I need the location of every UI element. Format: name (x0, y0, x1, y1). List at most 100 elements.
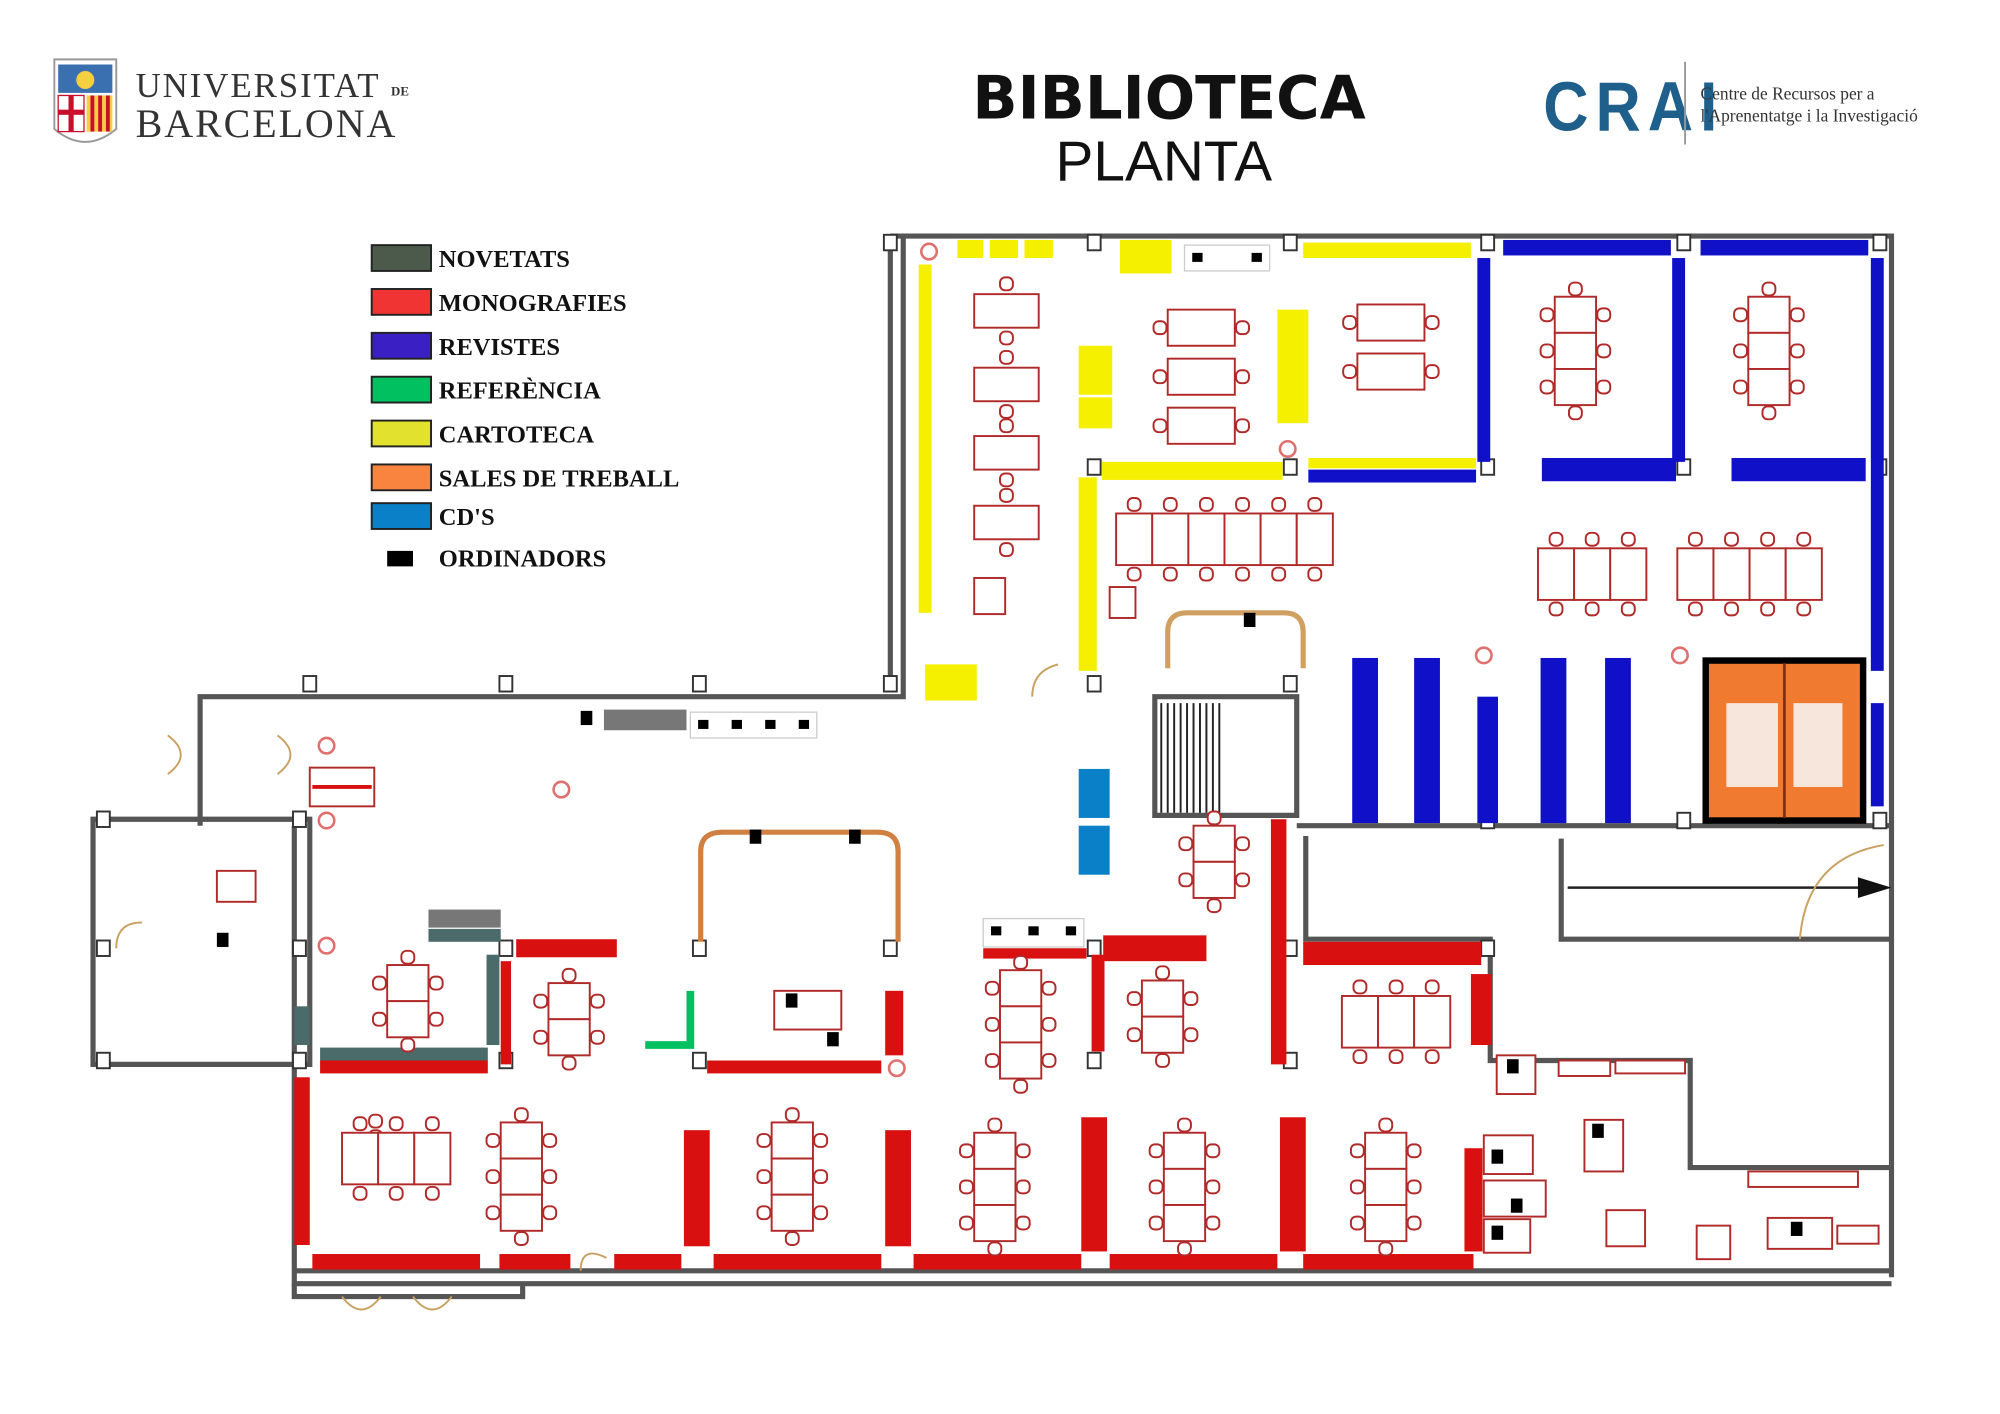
table (973, 435, 1040, 471)
crai-wordmark: CRAI (1543, 68, 1724, 146)
chair (1205, 1179, 1221, 1195)
column (1086, 675, 1102, 693)
door-icon (1031, 663, 1059, 697)
table (1614, 1059, 1687, 1075)
door-icon (167, 734, 182, 775)
chair (784, 1231, 800, 1246)
chair (756, 1205, 772, 1221)
shelf (989, 239, 1019, 259)
chair (1148, 1143, 1164, 1159)
table (377, 1131, 416, 1186)
computer-icon (1510, 1198, 1523, 1213)
table (1557, 1059, 1612, 1077)
chair (1126, 1027, 1142, 1043)
column (691, 939, 707, 957)
chair (1126, 566, 1142, 582)
chair (1342, 315, 1358, 330)
shelf (1303, 242, 1471, 259)
computer-icon (1790, 1221, 1803, 1236)
table (1482, 1134, 1534, 1176)
shelf (885, 1130, 911, 1247)
chair (1199, 497, 1214, 512)
table (770, 1157, 814, 1196)
chair (1155, 965, 1170, 981)
chair (1388, 1049, 1404, 1065)
column (1480, 233, 1496, 252)
door-icon (341, 1296, 382, 1311)
chair (1349, 1215, 1365, 1231)
chair (372, 975, 387, 991)
door-icon (579, 1252, 607, 1271)
chair (1584, 601, 1600, 617)
chair (1152, 369, 1168, 385)
table (1793, 703, 1843, 787)
wall (1152, 694, 1300, 818)
column (1676, 811, 1692, 830)
chair (1206, 810, 1222, 826)
university-name-de: DE (391, 84, 409, 98)
chair (1235, 836, 1250, 852)
chair (813, 1169, 829, 1185)
shelf (1091, 954, 1105, 1052)
chair (485, 1133, 501, 1148)
door-icon (1798, 844, 1884, 940)
wall (890, 233, 1895, 1278)
column (691, 1051, 707, 1070)
shelf (1109, 1254, 1278, 1270)
shelf (1081, 1117, 1108, 1252)
chair (1013, 955, 1029, 970)
table (1784, 547, 1823, 601)
chair (984, 1053, 1000, 1068)
legend: NOVETATSMONOGRAFIESREVISTESREFERÈNCIACAR… (370, 244, 679, 572)
table (1364, 1131, 1408, 1170)
chair (485, 1205, 501, 1221)
title-planta: PLANTA (1056, 131, 1273, 194)
column (1872, 811, 1888, 830)
chair (424, 1116, 440, 1132)
chair (1177, 1241, 1192, 1257)
chair (1013, 1078, 1029, 1094)
plant-icon (552, 780, 571, 799)
computer-icon (698, 719, 709, 729)
counter (1165, 610, 1306, 669)
table (1140, 1015, 1185, 1054)
shelf (1700, 239, 1869, 256)
shelf (1024, 239, 1053, 259)
table (1192, 860, 1236, 899)
chair (756, 1133, 772, 1148)
door-icon (276, 734, 292, 775)
legend-item: REVISTES (370, 331, 560, 361)
chair (813, 1133, 829, 1148)
shelf (428, 909, 501, 928)
column (95, 939, 111, 957)
title-biblioteca: BIBLIOTECA (972, 64, 1365, 133)
plant-icon (317, 811, 336, 830)
shelf (1103, 935, 1207, 962)
chair (590, 993, 605, 1009)
chair (1687, 531, 1703, 547)
table (215, 869, 257, 903)
chair (1548, 601, 1564, 617)
column (882, 233, 898, 252)
chair (1761, 405, 1777, 421)
chair (1148, 1215, 1164, 1231)
chair (1796, 601, 1812, 617)
table (547, 982, 591, 1021)
table (1187, 512, 1226, 567)
chair (959, 1215, 974, 1231)
computer-station (1183, 244, 1271, 272)
column (1480, 939, 1496, 957)
table (1537, 547, 1576, 601)
chair (1178, 872, 1194, 888)
shelf (1870, 258, 1884, 671)
chair (368, 1113, 383, 1129)
table (1747, 331, 1791, 370)
computer-icon (1192, 252, 1203, 262)
chair (1760, 531, 1776, 547)
chair (1235, 497, 1250, 512)
table (1162, 1167, 1207, 1206)
table (1162, 1204, 1207, 1243)
table (1259, 512, 1298, 567)
table (1747, 1170, 1859, 1188)
chair (1199, 566, 1214, 582)
